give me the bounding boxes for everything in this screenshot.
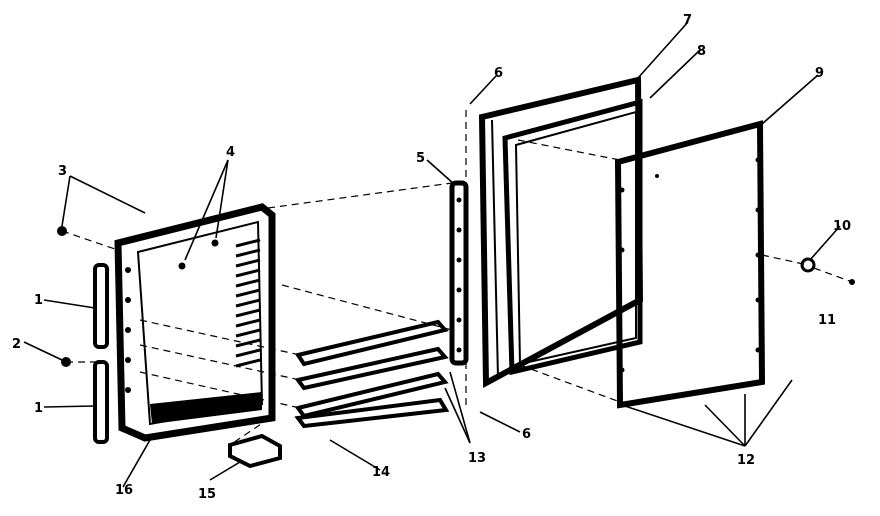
callout-6-bottom: 6 — [522, 427, 531, 442]
callout-10: 10 — [833, 219, 851, 234]
part-13-rails — [294, 319, 449, 419]
callout-4: 4 — [226, 145, 235, 160]
callout-2: 2 — [12, 337, 21, 352]
callout-14: 14 — [372, 465, 390, 480]
callout-7: 7 — [683, 13, 692, 28]
callout-1-lower: 1 — [34, 401, 43, 416]
part-9-front-panel — [614, 120, 766, 409]
part-5-hinge — [449, 180, 469, 366]
part-14-rail — [294, 397, 450, 429]
callout-8: 8 — [697, 44, 706, 59]
assembly-lines — [61, 110, 853, 446]
callout-16: 16 — [115, 483, 133, 498]
callout-11: 11 — [818, 313, 836, 328]
part-1-hinge-strips — [93, 263, 109, 444]
leader-lines — [23, 21, 841, 488]
part-8-door-liner — [502, 98, 643, 376]
callout-15: 15 — [198, 487, 216, 502]
part-15-block — [228, 433, 282, 469]
callout-6-top: 6 — [494, 66, 503, 81]
callout-3: 3 — [58, 164, 67, 179]
callout-1-upper: 1 — [34, 293, 43, 308]
callout-13: 13 — [468, 451, 486, 466]
callout-5: 5 — [416, 151, 425, 166]
callout-12: 12 — [737, 453, 755, 468]
callout-labels: 1 1 2 3 4 5 6 6 7 8 9 10 11 12 13 14 15 … — [12, 13, 851, 502]
part-10-knob — [800, 257, 816, 273]
callout-9: 9 — [815, 66, 824, 81]
part-16-door-frame — [114, 203, 276, 442]
